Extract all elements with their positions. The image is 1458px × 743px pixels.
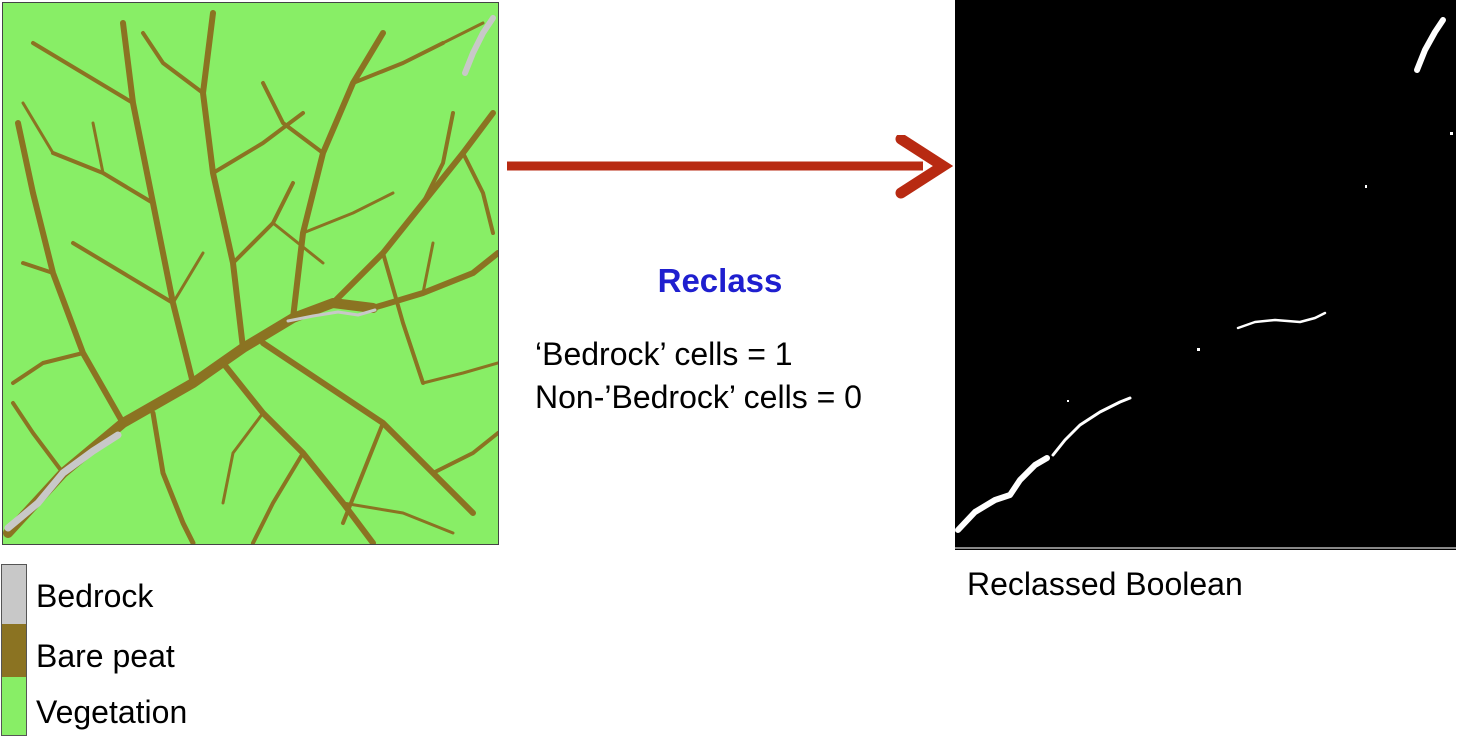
rule-non-bedrock: Non-’Bedrock’ cells = 0 — [535, 379, 862, 415]
legend-label-bedrock: Bedrock — [36, 578, 154, 614]
transform-arrow — [507, 135, 954, 199]
rule-bedrock: ‘Bedrock’ cells = 1 — [535, 336, 793, 372]
boolean-raster — [955, 0, 1456, 550]
legend-label-vegetation: Vegetation — [36, 694, 188, 730]
legend-label-bare-peat: Bare peat — [36, 638, 175, 674]
land-cover-raster — [3, 3, 498, 544]
classified-land-cover-map — [2, 2, 499, 545]
legend-swatch-vegetation — [2, 677, 26, 735]
legend-color-bar — [1, 564, 27, 736]
output-label: Reclassed Boolean — [967, 566, 1243, 602]
operation-title: Reclass — [657, 262, 783, 299]
legend: Bedrock Bare peat Vegetation — [1, 564, 301, 739]
boolean-output-map — [955, 0, 1456, 550]
legend-swatch-bedrock — [2, 565, 26, 624]
legend-swatch-bare-peat — [2, 624, 26, 677]
